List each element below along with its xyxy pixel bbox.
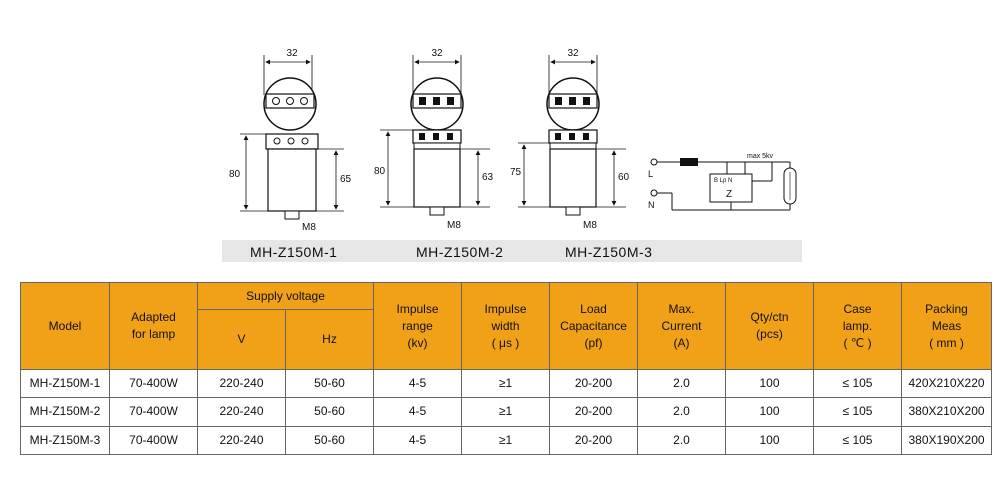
drawing-mh-z150m-2: 32 80 63 M8 [374,48,494,231]
wiring-max-voltage-label: max 5kv [747,153,774,160]
cell-case-lamp: ≤ 105 [813,425,903,456]
cell-packing: 380X190X200 [901,425,993,456]
cell-voltage: 220-240 [197,368,286,399]
model-name-bar [222,240,802,262]
cell-case-lamp: ≤ 105 [813,368,903,399]
dim-height-total-label: 80 [374,166,386,177]
cell-voltage: 220-240 [197,397,286,427]
cell-impulse-range: 4-5 [373,425,463,456]
header-voltage-v: V [197,309,286,370]
mount-thread-label: M8 [583,220,597,231]
cell-case-lamp: ≤ 105 [813,397,903,427]
cell-load-capacitance: 20-200 [549,425,639,456]
mount-thread-label: M8 [302,222,316,233]
header-model: Model [20,282,110,370]
cell-impulse-width: ≥1 [461,397,551,427]
cell-frequency: 50-60 [284,425,375,456]
cell-load-capacitance: 20-200 [549,397,639,427]
cell-load-capacitance: 20-200 [549,368,639,399]
model-label-1: MH-Z150M-1 [250,244,338,260]
dim-width-label: 32 [431,48,443,59]
wiring-terminals-label: B Lp N [714,178,732,184]
cell-packing: 420X210X220 [901,368,993,399]
header-max-current: Max. Current (A) [637,282,727,370]
wiring-n-label: N [648,200,655,210]
header-case-lamp: Case lamp. ( ℃ ) [813,282,903,370]
wiring-l-label: L [648,169,653,179]
table-row: MH-Z150M-3 70-400W 220-240 50-60 4-5 ≥1 … [20,425,993,456]
dim-height-total-label: 80 [229,169,241,180]
cell-qty: 100 [725,397,815,427]
table-row: MH-Z150M-1 70-400W 220-240 50-60 4-5 ≥1 … [20,368,993,399]
cell-adapted: 70-400W [109,368,198,399]
header-frequency-hz: Hz [284,309,375,370]
cell-packing: 380X210X200 [901,397,993,427]
cell-max-current: 2.0 [637,425,727,456]
header-impulse-range: Impulse range (kv) [373,282,463,370]
cell-max-current: 2.0 [637,397,727,427]
header-load-capacitance: Load Capacitance (pf) [549,282,639,370]
model-label-3: MH-Z150M-3 [565,244,653,260]
cell-model: MH-Z150M-2 [20,397,110,427]
mount-thread-label: M8 [447,220,461,231]
ignitor-box [709,173,753,203]
drawing-mh-z150m-3: 32 75 60 M8 [510,48,630,231]
cell-voltage: 220-240 [197,425,286,456]
cell-impulse-width: ≥1 [461,368,551,399]
wiring-z-label: Z [726,189,732,200]
cell-max-current: 2.0 [637,368,727,399]
header-qty-ctn: Qty/ctn (pcs) [725,282,815,370]
drawing-mh-z150m-1: 32 80 65 M8 [229,48,352,233]
spec-table: Model Adapted for lamp Supply voltage Im… [20,282,993,456]
dim-height-body-label: 60 [618,172,630,183]
cell-impulse-width: ≥1 [461,425,551,456]
model-label-2: MH-Z150M-2 [416,244,504,260]
cell-adapted: 70-400W [109,425,198,456]
dim-width-label: 32 [567,48,579,59]
dim-height-body-label: 65 [340,174,352,185]
dim-width-label: 32 [286,48,298,59]
header-adapted-lamp: Adapted for lamp [109,282,198,370]
cell-qty: 100 [725,425,815,456]
cell-model: MH-Z150M-3 [20,425,110,456]
header-supply-voltage: Supply voltage [196,282,375,310]
cell-adapted: 70-400W [109,397,198,427]
dim-height-total-label: 75 [510,167,522,178]
header-impulse-width: Impulse width ( μs ) [461,282,551,370]
table-row: MH-Z150M-2 70-400W 220-240 50-60 4-5 ≥1 … [20,397,993,427]
cell-frequency: 50-60 [284,397,375,427]
dim-height-body-label: 63 [482,172,494,183]
cell-qty: 100 [725,368,815,399]
cell-model: MH-Z150M-1 [20,368,110,399]
cell-frequency: 50-60 [284,368,375,399]
technical-drawings: 32 80 65 M8 32 [229,48,797,233]
wiring-diagram: L N B Lp N Z max 5kv [648,153,797,211]
cell-impulse-range: 4-5 [373,397,463,427]
header-packing-meas: Packing Meas ( mm ) [901,282,993,370]
inductor-icon [680,158,698,166]
cell-impulse-range: 4-5 [373,368,463,399]
